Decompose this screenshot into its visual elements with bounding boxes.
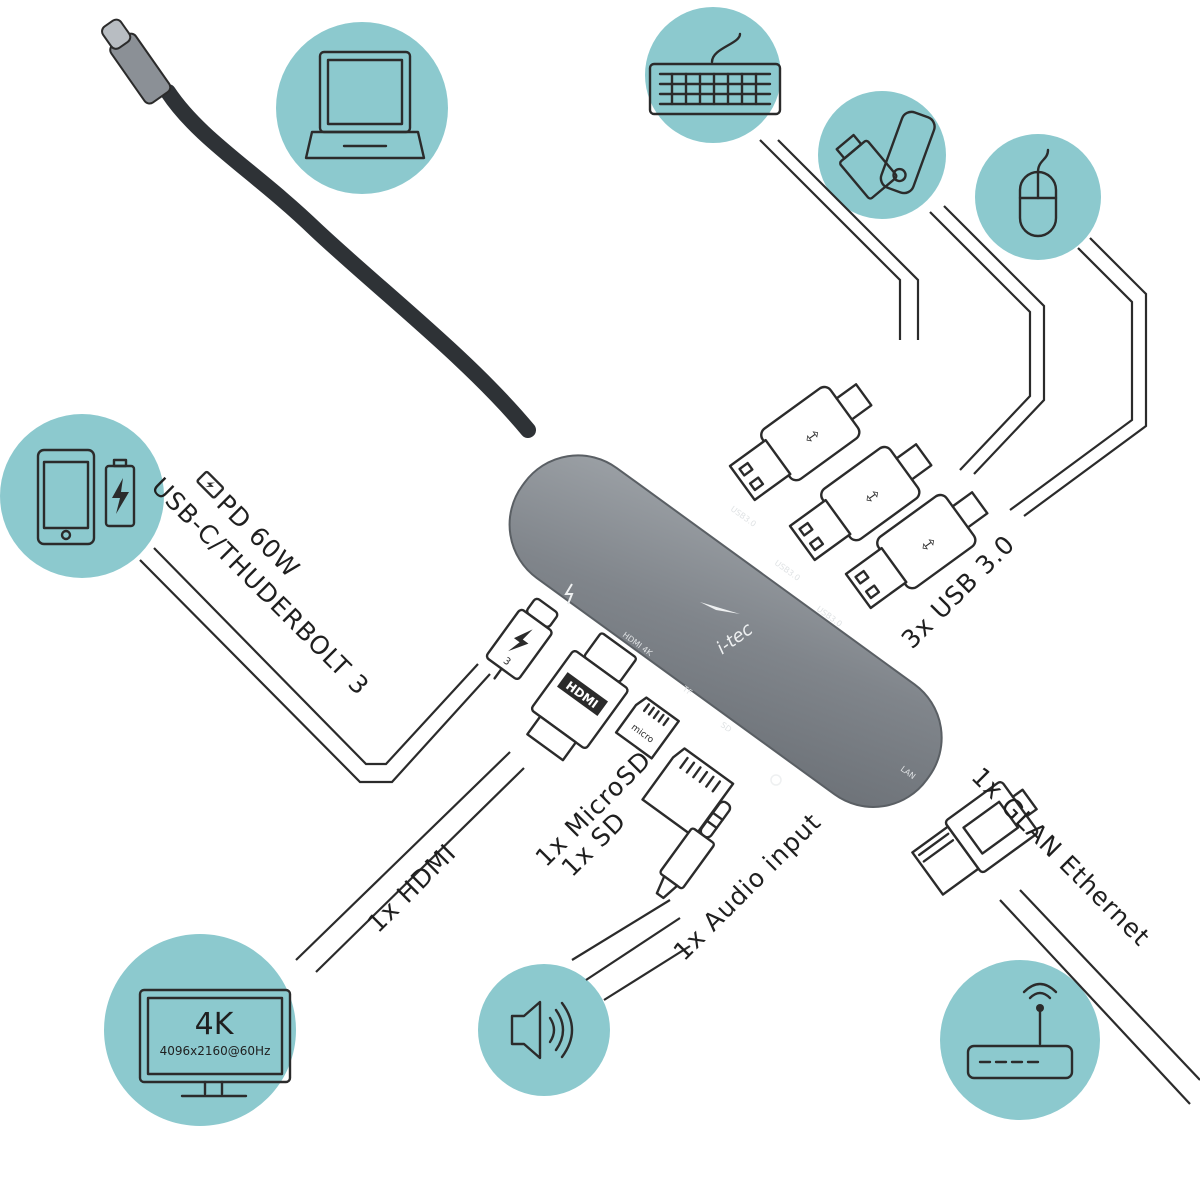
audio-jack [655, 800, 732, 900]
card-label: 1x MicroSD 1x SD [530, 745, 657, 882]
hdmi-label: 1x HDMI [362, 838, 462, 938]
router-icon [966, 982, 1074, 1080]
usb-plug-3: ⇿ [844, 491, 989, 610]
phone-circle [0, 414, 164, 578]
phone-charging-icon [36, 448, 136, 546]
power-label: PD 60W USB-C/THUDERBOLT 3 [146, 470, 375, 701]
port-label-usb2: USB3.0 [773, 558, 802, 582]
ethernet-plug [911, 781, 1039, 896]
usb-c-cable [101, 18, 536, 438]
cables [139, 139, 1200, 1105]
usb-plug-1: ⇿ [728, 383, 873, 502]
sd-card [641, 747, 735, 839]
mouse-icon [1018, 148, 1058, 238]
laptop-icon [304, 50, 426, 160]
port-label-usb1: USB3.0 [729, 504, 758, 528]
keyboard-icon [648, 32, 782, 116]
speaker-icon [510, 1000, 574, 1060]
hdmi-plug: HDMI [526, 632, 637, 762]
microsd-card: micro [614, 696, 680, 760]
power-label-line2: USB-C/THUDERBOLT 3 [146, 472, 375, 701]
laptop-circle [276, 22, 448, 194]
monitor-circle: 4K 4096x2160@60Hz [104, 934, 296, 1126]
port-label-sd: SD [719, 720, 733, 734]
keyboard-circle [645, 7, 782, 143]
monitor-resolution: 4K [195, 1007, 235, 1042]
monitor-icon [138, 988, 292, 1098]
usb-plug-2: ⇿ [788, 443, 933, 562]
monitor-spec: 4096x2160@60Hz [160, 1044, 271, 1058]
usb-stick-circle [818, 91, 946, 219]
router-circle [940, 960, 1100, 1120]
speaker-circle [478, 964, 610, 1096]
thunderbolt-number: 3 [501, 655, 513, 668]
usb-stick-icon [835, 110, 936, 200]
mouse-circle [975, 134, 1101, 260]
thunderbolt-plug: 3 [485, 597, 559, 681]
